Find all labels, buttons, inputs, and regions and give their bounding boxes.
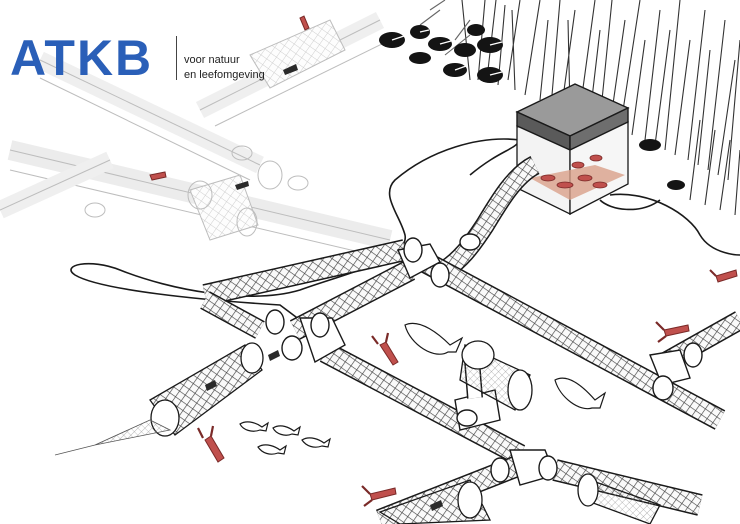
logo-wordmark: ATKB [10, 30, 154, 86]
logo-divider [176, 36, 177, 80]
crayfish-dark-icon [205, 64, 443, 511]
trap-box-icon [515, 83, 630, 216]
fish-icon [239, 322, 607, 455]
logo-tagline-line2: en leefomgeving [184, 69, 265, 81]
logo-tagline-line1: voor natuur [184, 54, 240, 66]
atkb-logo: ATKB voor natuur en leefomgeving [10, 30, 290, 90]
pond-outline [70, 138, 740, 321]
fyke-net-icon [54, 340, 661, 524]
crayfish-icon [149, 15, 738, 507]
faint-pipe-network [0, 11, 393, 259]
